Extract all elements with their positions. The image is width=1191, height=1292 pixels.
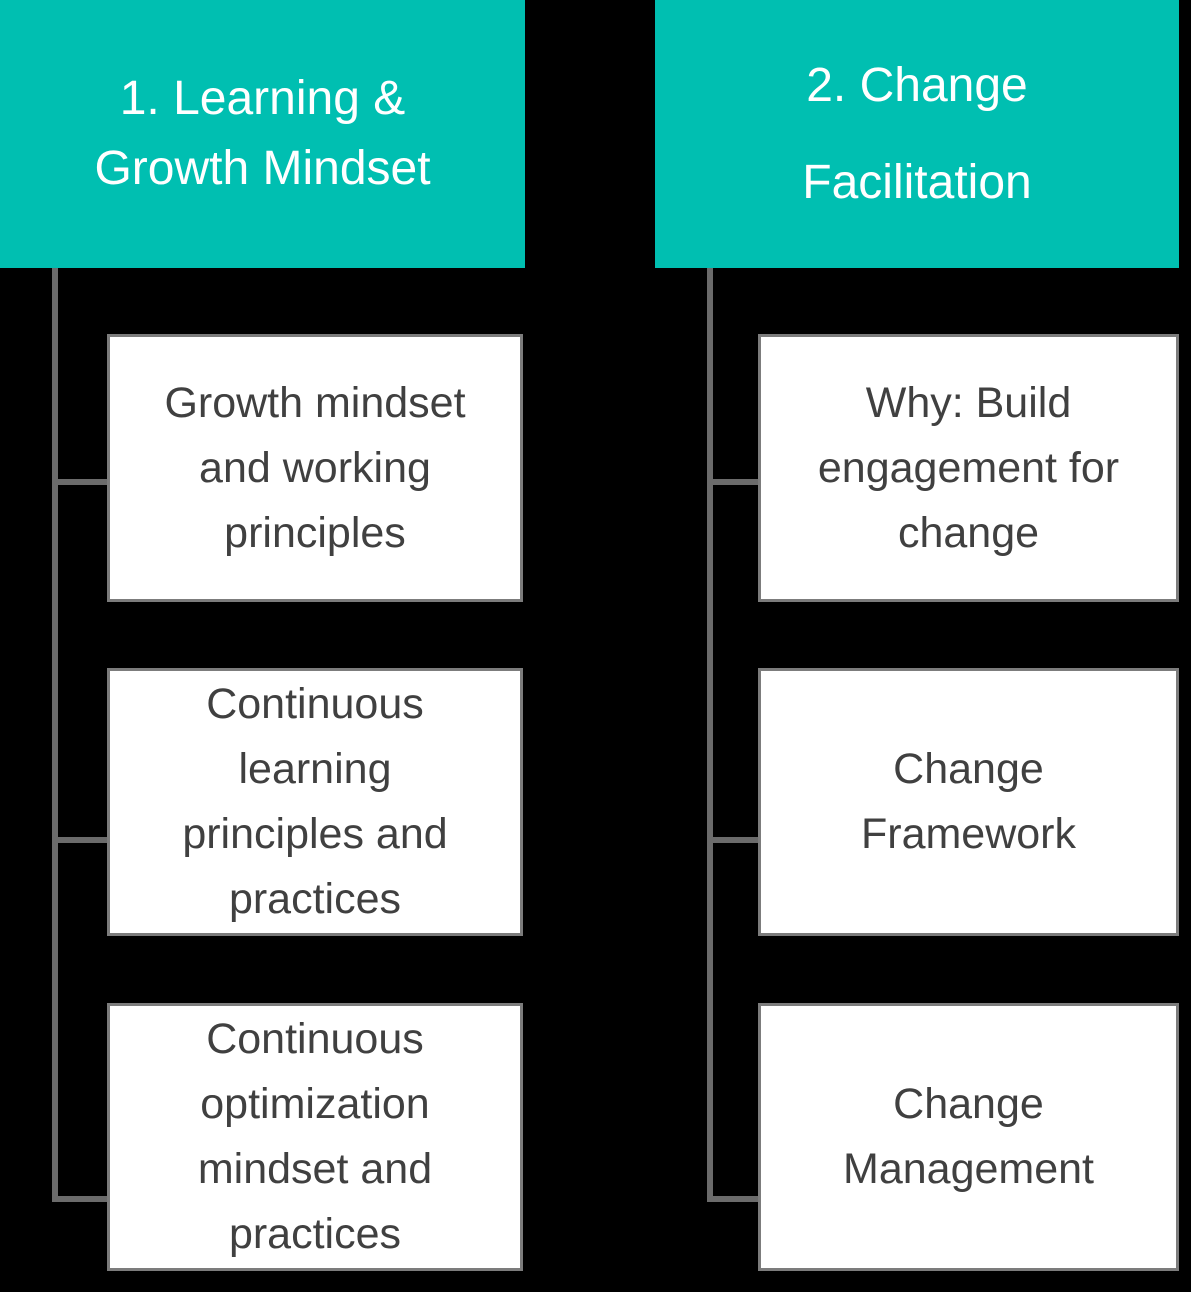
connector-stub-left-2 <box>55 837 107 843</box>
node-continuous-learning-principles-practices: Continuous learning principles and pract… <box>107 668 523 936</box>
connector-trunk-right <box>707 268 713 1202</box>
node-continuous-optimization-mindset-practices: Continuous optimization mindset and prac… <box>107 1003 523 1271</box>
connector-stub-right-2 <box>710 837 758 843</box>
node-change-management: Change Management <box>758 1003 1179 1271</box>
connector-stub-right-1 <box>710 479 758 485</box>
node-why-build-engagement-for-change: Why: Build engagement for change <box>758 334 1179 602</box>
node-growth-mindset-working-principles: Growth mindset and working principles <box>107 334 523 602</box>
connector-trunk-left <box>52 268 58 1202</box>
node-change-framework: Change Framework <box>758 668 1179 936</box>
connector-stub-left-1 <box>55 479 107 485</box>
header-change-facilitation: 2. Change Facilitation <box>655 0 1179 268</box>
connector-stub-left-3 <box>55 1196 107 1202</box>
connector-stub-right-3 <box>710 1196 758 1202</box>
header-learning-growth-mindset: 1. Learning & Growth Mindset <box>0 0 525 268</box>
